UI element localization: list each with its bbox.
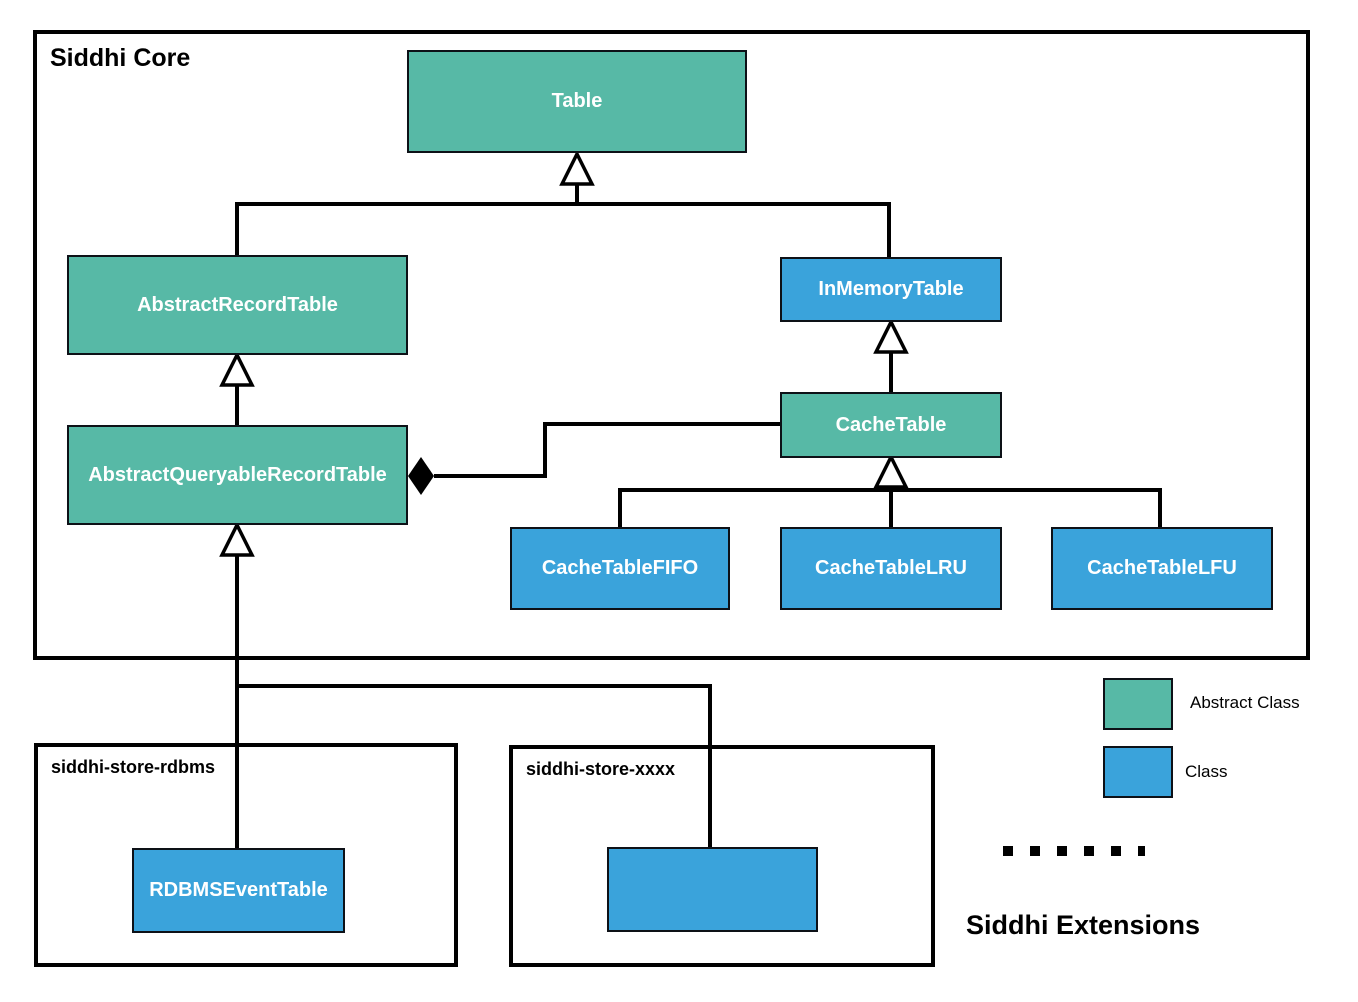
class-box-cache-table: CacheTable (780, 392, 1002, 458)
class-label: CacheTable (835, 413, 947, 436)
class-box-abstract-queryable-record-table: AbstractQueryableRecordTable (67, 425, 408, 525)
class-box-in-memory-table: InMemoryTable (780, 257, 1002, 322)
class-label: CacheTableLFU (1087, 557, 1237, 579)
class-label: AbstractQueryableRecordTable (88, 463, 387, 486)
siddhi-store-xxxx-title: siddhi-store-xxxx (526, 759, 676, 779)
legend-label-abstract-class: Abstract Class (1190, 693, 1300, 712)
class-box-cache-table-lru: CacheTableLRU (780, 527, 1002, 610)
class-label: RDBMSEventTable (149, 879, 328, 901)
class-box-cache-table-lfu: CacheTableLFU (1051, 527, 1273, 610)
class-label: InMemoryTable (818, 278, 964, 300)
class-label: AbstractRecordTable (137, 293, 338, 316)
siddhi-store-rdbms-title: siddhi-store-rdbms (51, 757, 216, 777)
class-box-abstract-record-table: AbstractRecordTable (67, 255, 408, 355)
class-box-unnamed (607, 847, 818, 932)
class-box-rdbms-event-table: RDBMSEventTable (132, 848, 345, 933)
siddhi-core-title: Siddhi Core (50, 44, 191, 72)
class-label: CacheTableLRU (815, 557, 967, 579)
siddhi-extensions-title: Siddhi Extensions (966, 910, 1201, 940)
class-label: Table (551, 90, 603, 112)
class-box-table: Table (407, 50, 747, 153)
class-box-cache-table-fifo: CacheTableFIFO (510, 527, 730, 610)
legend-swatch-class (1103, 746, 1173, 798)
class-label: CacheTableFIFO (541, 557, 699, 579)
legend-swatch-abstract-class (1103, 678, 1173, 730)
legend-label-class: Class (1185, 762, 1228, 781)
